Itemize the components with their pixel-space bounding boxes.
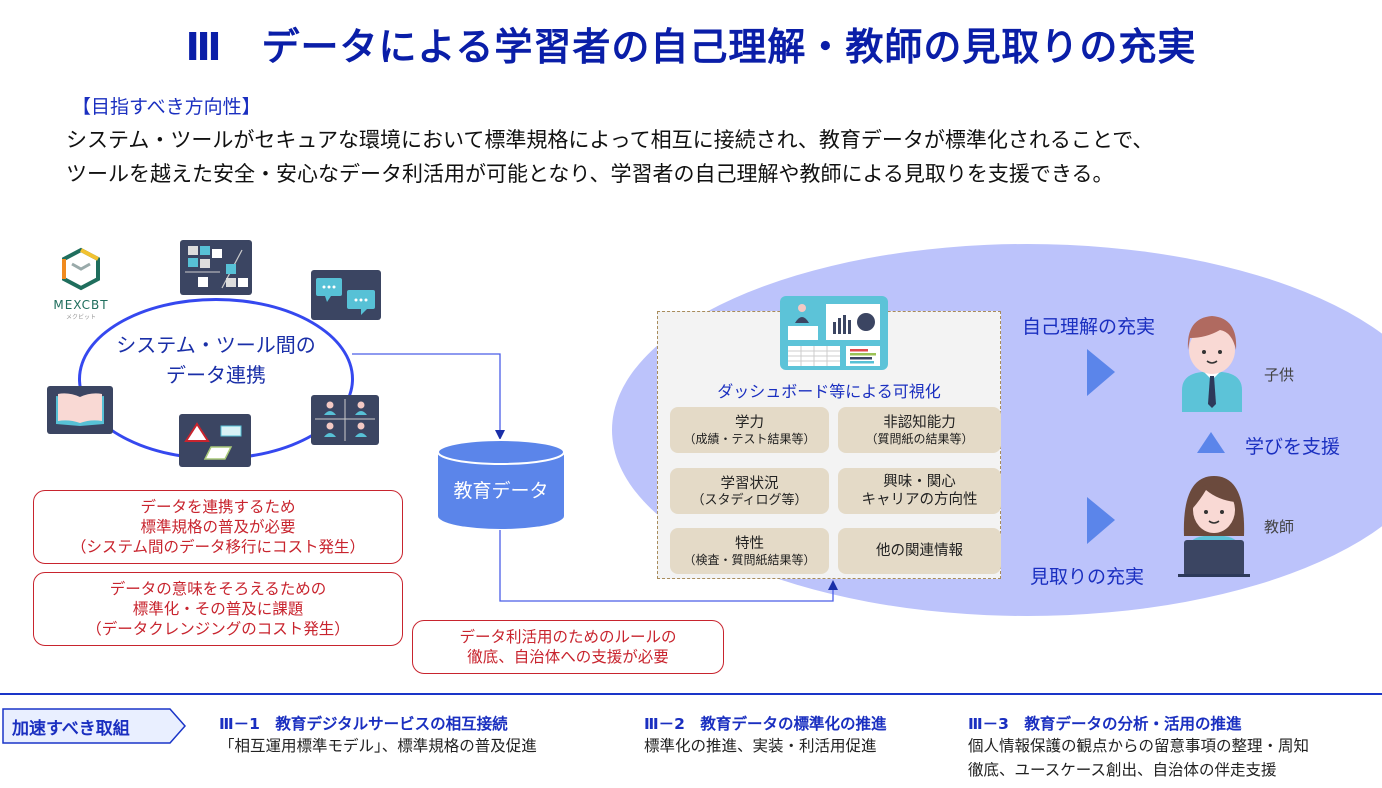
- issue-box: データの意味をそろえるための 標準化・その普及に課題 （データクレンジングのコス…: [33, 572, 403, 646]
- issue-line: （システム間のデータ移行にコスト発生）: [70, 538, 366, 556]
- cell-main: 学力: [735, 414, 764, 431]
- cell-sub: （質問紙の結果等）: [865, 431, 974, 446]
- observation-label: 見取りの充実: [1030, 566, 1145, 588]
- system-label-line: システム・ツール間の: [116, 333, 316, 357]
- initiative-item: Ⅲ－2 教育データの標準化の推進 標準化の推進、実装・利活用促進: [644, 712, 886, 758]
- dashboard-glyph: [788, 304, 880, 366]
- arrow-head-down: [495, 430, 505, 440]
- whiteboard-icon: [179, 414, 251, 467]
- database-label: 教育データ: [453, 480, 549, 502]
- initiative-desc: 「相互運用標準モデル」、標準規格の普及促進: [219, 737, 537, 755]
- open-book-glyph: [56, 393, 104, 426]
- child-icon: [1182, 316, 1242, 412]
- arrow-head-up: [828, 580, 838, 590]
- arrow-right-icon: [1087, 497, 1115, 544]
- mexcbt-logo: MEXCBT メクビット: [46, 246, 116, 321]
- data-cell-academic: 学力 （成績・テスト結果等）: [670, 407, 829, 453]
- issue-line: 標準化・その普及に課題: [132, 600, 304, 618]
- db-to-dashboard-line: [499, 530, 834, 602]
- dashboard-title: ダッシュボード等による可視化: [717, 382, 941, 401]
- issue-line: 徹底、自治体への支援が必要: [467, 648, 669, 666]
- chat-bubbles-glyph: [316, 278, 375, 315]
- cell-main: 特性: [735, 535, 764, 552]
- logo-text: MEXCBT: [53, 298, 109, 312]
- data-cell-learning-status: 学習状況 （スタディログ等）: [670, 468, 829, 514]
- issue-box: データを連携するため 標準規格の普及が必要 （システム間のデータ移行にコスト発生…: [33, 490, 403, 564]
- data-cell-noncognitive: 非認知能力 （質問紙の結果等）: [838, 407, 1001, 453]
- issue-box: データ利活用のためのルールの 徹底、自治体への支援が必要: [412, 620, 724, 674]
- initiative-item: Ⅲ－3 教育データの分析・活用の推進 個人情報保護の観点からの留意事項の整理・周…: [968, 712, 1309, 782]
- video-call-icon: [311, 395, 379, 445]
- data-cell-interest: 興味・関心 キャリアの方向性: [838, 468, 1001, 514]
- data-cell-traits: 特性 （検査・質問紙結果等）: [670, 528, 829, 574]
- teacher-label: 教師: [1264, 518, 1295, 536]
- arrow-up-icon: [1197, 432, 1225, 453]
- self-understanding-label: 自己理解の充実: [1022, 316, 1156, 338]
- initiative-desc: 個人情報保護の観点からの留意事項の整理・周知: [968, 737, 1310, 755]
- cell-sub: （検査・質問紙結果等）: [683, 552, 816, 567]
- logo-subtext: メクビット: [65, 314, 96, 321]
- initiative-item: Ⅲ－1 教育デジタルサービスの相互接続 「相互運用標準モデル」、標準規格の普及促…: [219, 712, 537, 758]
- page-title: Ⅲ データによる学習者の自己理解・教師の見取りの充実: [185, 25, 1197, 69]
- teacher-icon: [1178, 476, 1250, 577]
- direction-heading: 【目指すべき方向性】: [72, 96, 261, 118]
- data-cell-other: 他の関連情報: [838, 528, 1001, 574]
- system-label-line: データ連携: [166, 363, 266, 387]
- cell-main: 興味・関心: [883, 474, 956, 490]
- divider: [0, 693, 1382, 695]
- initiatives-label: 加速すべき取組: [12, 719, 130, 739]
- arrow-right-icon: [1087, 349, 1115, 396]
- cell-main: キャリアの方向性: [861, 492, 978, 508]
- direction-line: ツールを越えた安全・安心なデータ利活用が可能となり、学習者の自己理解や教師による…: [66, 162, 1114, 186]
- book-icon: [47, 386, 113, 434]
- shapes-glyph: [184, 422, 242, 460]
- cell-main: 他の関連情報: [876, 543, 963, 559]
- sync-to-db-line: [352, 353, 501, 432]
- issue-line: データ利活用のためのルールの: [459, 628, 677, 646]
- issue-line: 標準規格の普及が必要: [140, 518, 296, 536]
- cell-sub: （スタディログ等）: [691, 492, 808, 508]
- laptop-icon: [1184, 540, 1244, 576]
- dashboard-icon: [780, 296, 888, 370]
- cell-sub: （成績・テスト結果等）: [683, 431, 816, 446]
- issue-line: データを連携するため: [140, 498, 296, 516]
- participants-glyph: [315, 399, 375, 441]
- initiative-title: Ⅲ－3 教育データの分析・活用の推進: [968, 715, 1242, 733]
- initiative-title: Ⅲ－1 教育デジタルサービスの相互接続: [219, 715, 508, 733]
- chat-icon: [311, 270, 381, 320]
- cell-main: 非認知能力: [883, 414, 956, 431]
- database-icon: [437, 439, 565, 529]
- direction-line: システム・ツールがセキュアな環境において標準規格によって相互に接続され、教育デー…: [66, 128, 1154, 152]
- initiatives-badge: [2, 708, 186, 744]
- child-label: 子供: [1264, 366, 1295, 384]
- kanban-board-icon: [180, 240, 252, 295]
- initiative-desc: 標準化の推進、実装・利活用促進: [644, 737, 877, 755]
- initiative-title: Ⅲ－2 教育データの標準化の推進: [644, 715, 887, 733]
- initiative-desc: 徹底、ユースケース創出、自治体の伴走支援: [968, 761, 1277, 779]
- kanban-glyph: [185, 246, 248, 289]
- support-label: 学びを支援: [1245, 436, 1341, 458]
- issue-line: （データクレンジングのコスト発生）: [86, 620, 350, 638]
- cube-icon: [62, 247, 100, 291]
- cell-main: 学習状況: [720, 475, 779, 492]
- system-label: システム・ツール間の データ連携: [78, 330, 354, 390]
- issue-line: データの意味をそろえるための: [109, 580, 327, 598]
